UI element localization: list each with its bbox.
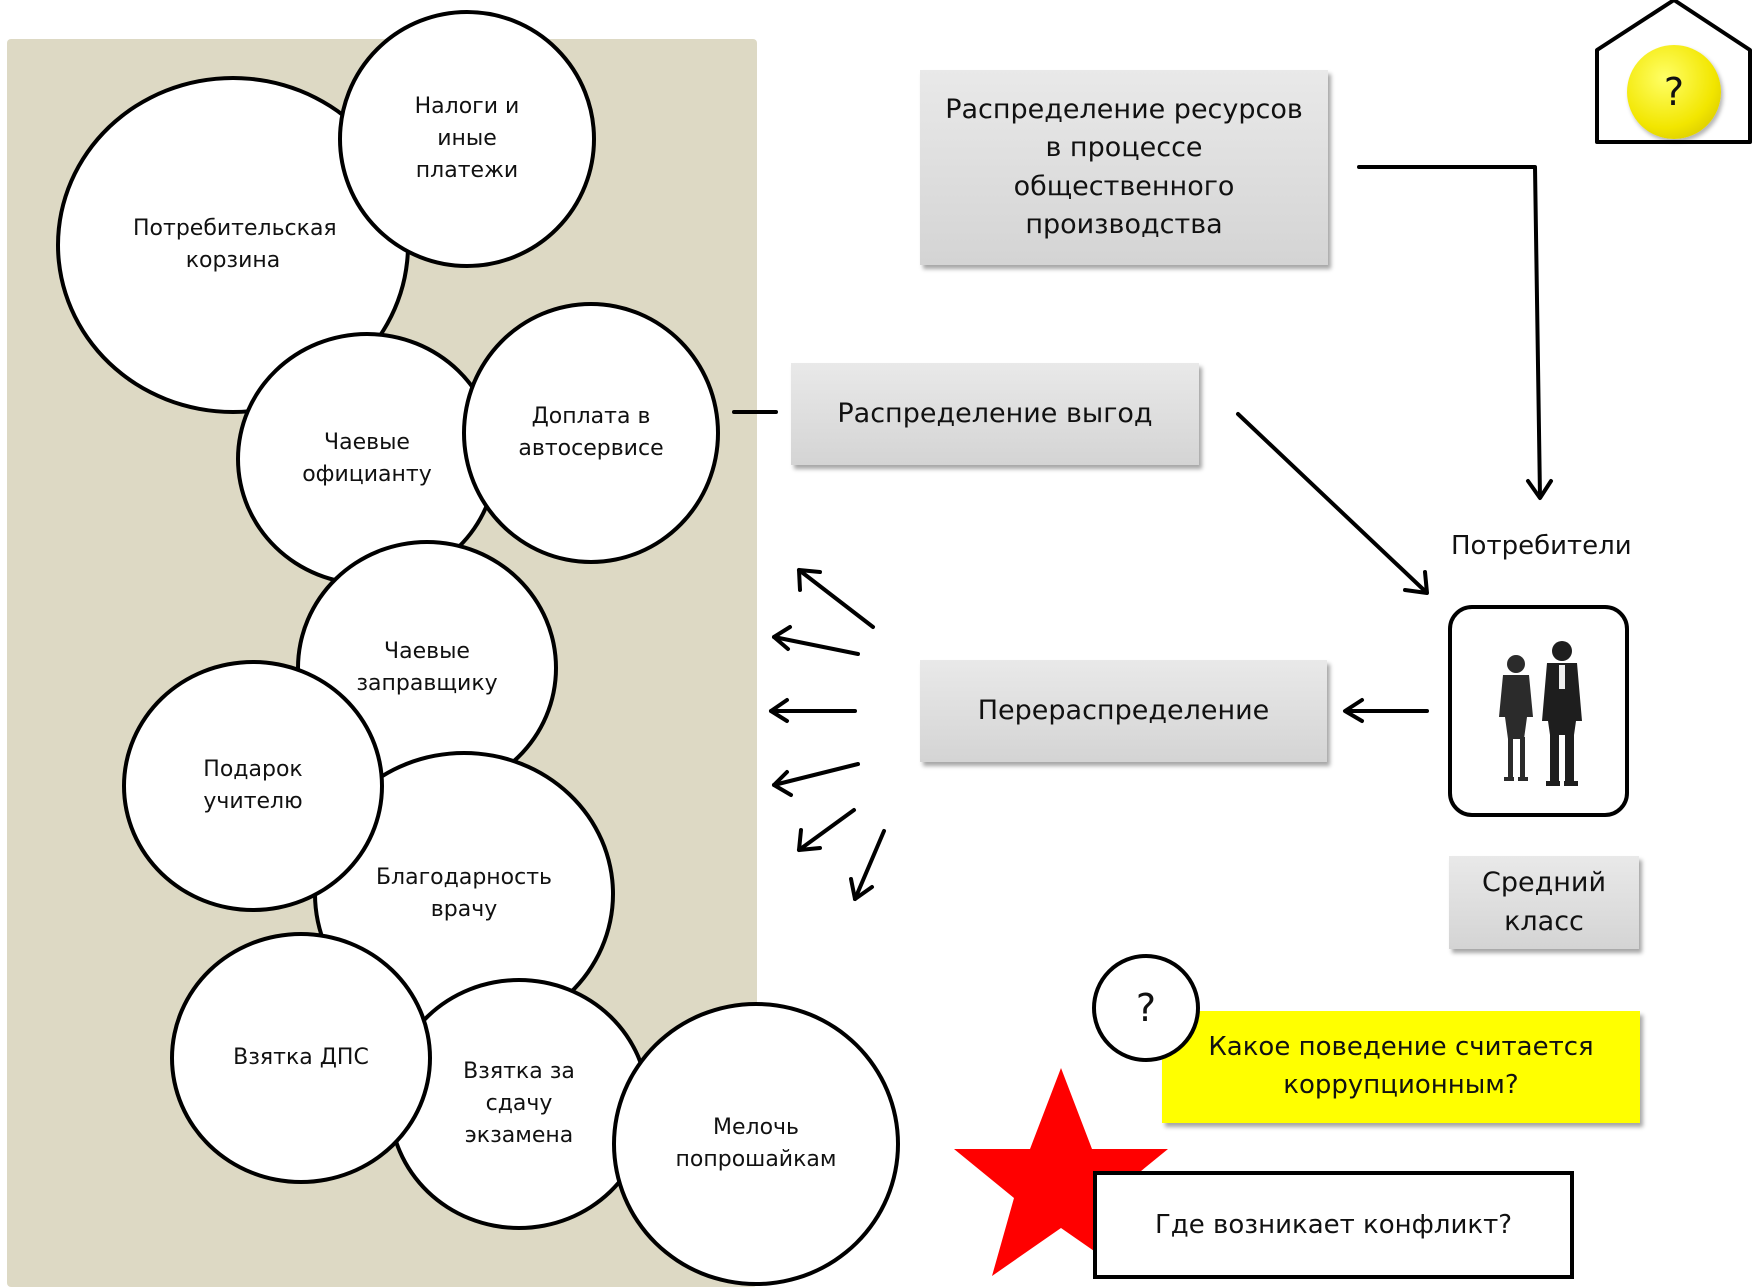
house-outline: [1595, 0, 1752, 144]
bubble-bribe-traffic: Взятка ДПС: [170, 932, 432, 1184]
home-question-button[interactable]: ?: [1627, 45, 1721, 139]
fan-arrow-5-head: [797, 828, 822, 852]
people-frame: [1448, 605, 1629, 817]
box-middle-class: Средний класс: [1449, 856, 1639, 949]
fan-arrow-4: [772, 762, 860, 787]
bubble-bribe-exam: Взятка за сдачу экзамена: [388, 978, 650, 1230]
bubble-gift-teacher: Подарок учителю: [122, 660, 384, 912]
bubble-change-beggars: Мелочь попрошайкам: [612, 1002, 900, 1286]
arrow-benefits-to-people: [1236, 412, 1428, 594]
fan-arrow-1-head: [797, 568, 822, 592]
consumers-label: Потребители: [1451, 531, 1632, 561]
question-corruption-box: Какое поведение считается коррупционным?: [1162, 1011, 1640, 1123]
question-icon: ?: [1092, 954, 1200, 1062]
fan-arrow-6: [853, 829, 886, 901]
fan-arrow-2: [772, 635, 860, 656]
fan-arrow-5: [797, 808, 856, 852]
fan-arrow-4-head: [772, 770, 793, 797]
bubble-car-service: Доплата в автосервисе: [462, 302, 720, 564]
question-conflict-box: Где возникает конфликт?: [1093, 1171, 1574, 1279]
people-icon: [1499, 641, 1582, 786]
arrow-benefits-head: [1403, 570, 1429, 595]
arrow-resources-head: [1526, 479, 1553, 500]
arrow-people-head: [1343, 698, 1364, 723]
arrow-resources-to-consumers: [1357, 165, 1542, 499]
fan-arrow-3-head: [769, 698, 789, 723]
fan-arrow-1: [797, 568, 875, 629]
fan-arrow-2-head: [772, 625, 792, 651]
box-resource-distribution: Распределение ресурсов в процессе общест…: [920, 70, 1328, 265]
box-benefit-distribution: Распределение выгод: [791, 363, 1199, 465]
box-redistribution: Перераспределение: [920, 660, 1327, 762]
fan-arrow-6-head: [849, 877, 874, 901]
bubble-taxes: Налоги и иные платежи: [338, 10, 596, 268]
